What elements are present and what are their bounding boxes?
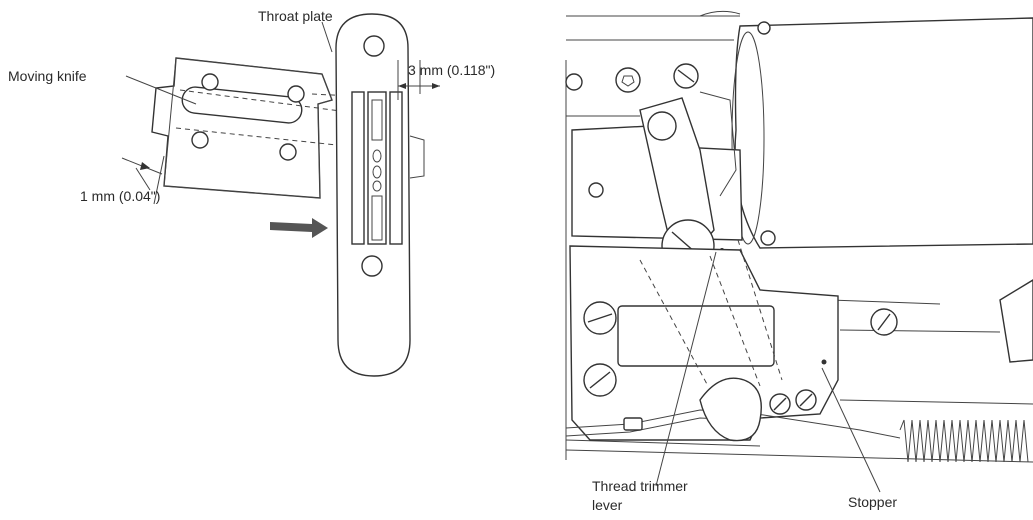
moving-knife-plate [151, 57, 353, 199]
screws-top [565, 63, 699, 93]
gap-3mm-label: 3 mm (0.118") [408, 62, 496, 78]
moving-knife-label: Moving knife [8, 68, 87, 84]
cable-and-cam [565, 377, 901, 442]
throat-plate [335, 13, 425, 377]
machine-frame [565, 10, 1033, 463]
spring [899, 419, 1029, 463]
throat-plate-label: Throat plate [258, 8, 333, 24]
stopper-label: Stopper [848, 494, 898, 510]
gap-1mm-label: 1 mm (0.04") [80, 188, 161, 204]
thread-trimmer-lever-label-line1: Thread trimmer [592, 478, 688, 494]
thread-trimmer-lever-label-line2: lever [592, 497, 623, 513]
housing-cylinder [731, 17, 1033, 363]
lower-plate [569, 230, 898, 441]
